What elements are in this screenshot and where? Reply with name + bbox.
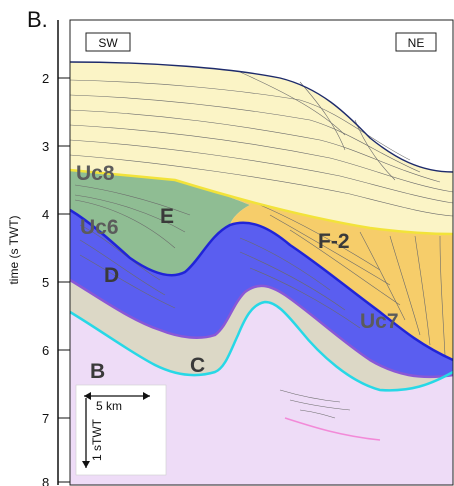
sw-label-box — [85, 32, 131, 52]
internal-reflectors — [69, 71, 454, 419]
base-horizon — [69, 300, 454, 392]
y-axis-title: time (s TWT) — [7, 215, 21, 284]
unit-label-f2: F-2 — [318, 230, 350, 253]
y-axis — [57, 20, 70, 485]
unit-label-uc7: Uc7 — [360, 310, 399, 333]
y-tick-label: 6 — [42, 343, 49, 358]
panel-label: B. — [27, 7, 48, 32]
unit-e-fill — [70, 170, 250, 276]
y-tick-label: 4 — [42, 207, 49, 222]
upper-unit-fill — [70, 62, 453, 234]
unit-label-b: B — [90, 360, 105, 383]
uc6-horizon — [69, 208, 454, 362]
uc7-horizon — [69, 278, 454, 379]
scale-label-horizontal: 5 km — [96, 399, 122, 413]
unit-label-uc6: Uc6 — [80, 216, 119, 239]
unit-f2-fill — [175, 180, 453, 360]
y-tick-label: 3 — [42, 139, 49, 154]
sw-label: SW — [98, 36, 118, 50]
y-tick-label: 5 — [42, 275, 49, 290]
scale-arrow-right — [143, 392, 150, 400]
unit-d-fill — [70, 210, 453, 377]
scale-label-vertical: 1 sTWT — [90, 418, 104, 461]
section-frame-border — [69, 19, 454, 486]
seafloor-horizon — [69, 61, 454, 173]
unit-label-e: E — [160, 205, 174, 228]
unit-label-d: D — [104, 264, 119, 287]
unit-c-fill — [70, 280, 453, 391]
scale-arrow-left — [84, 392, 91, 400]
unit-label-c: C — [190, 354, 205, 377]
y-tick-label: 7 — [42, 411, 49, 426]
uc8-horizon — [69, 168, 454, 236]
scale-arrow-down — [82, 461, 90, 468]
y-tick-label: 2 — [42, 71, 49, 86]
pink-reflector — [284, 417, 381, 441]
ne-label: NE — [408, 36, 425, 50]
unit-label-uc8: Uc8 — [76, 162, 115, 185]
ne-label-box — [395, 32, 437, 52]
y-tick-label: 8 — [42, 475, 49, 486]
